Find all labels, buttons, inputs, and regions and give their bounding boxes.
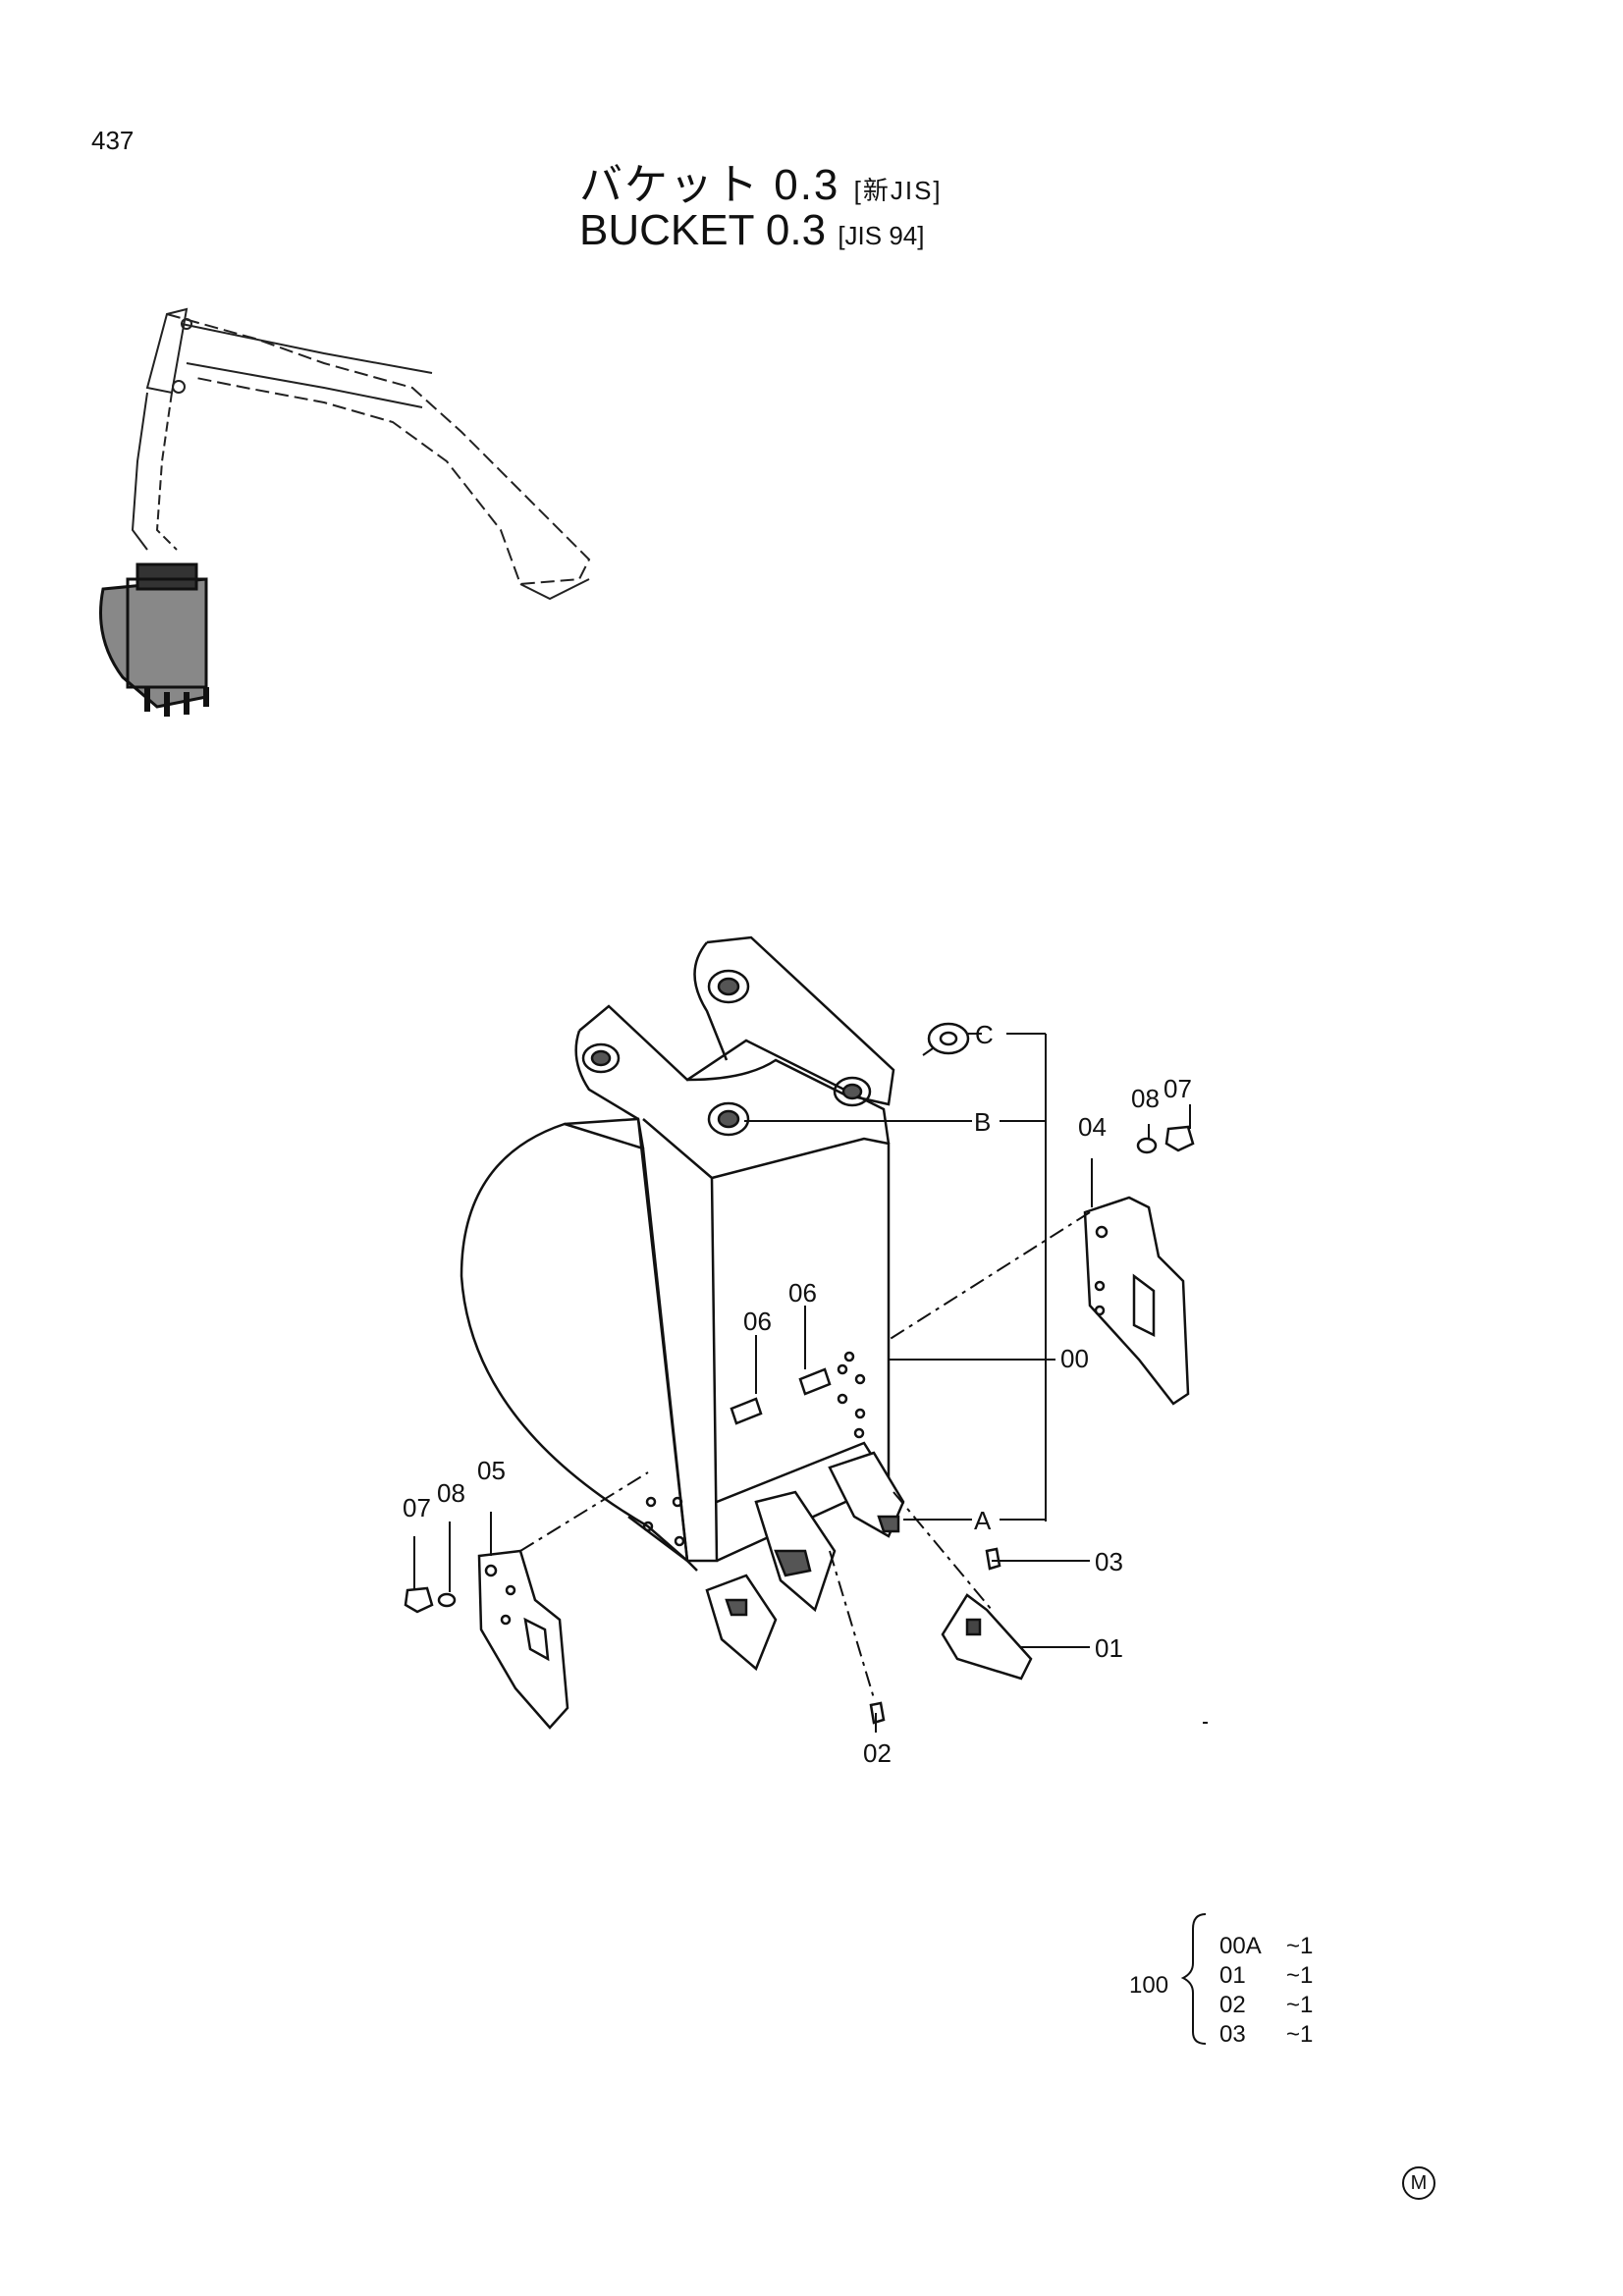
callout-06b: 06: [788, 1278, 817, 1308]
kit-row-3-qty: ~1: [1286, 1992, 1313, 2018]
side-cutter-right: [1083, 1196, 1190, 1406]
callout-c: C: [975, 1020, 994, 1049]
callout-01: 01: [1095, 1633, 1123, 1663]
kit-list: 100 00A ~1 01 ~1 02 ~1 03 ~1: [1129, 1933, 1313, 2048]
callout-07-right: 07: [1163, 1074, 1192, 1103]
kit-row-2-qty: ~1: [1286, 1962, 1313, 1989]
side-cutter-left: [477, 1549, 569, 1730]
kit-row-1-part: 00A: [1219, 1933, 1262, 1959]
callout-a: A: [974, 1506, 992, 1535]
callout-03: 03: [1095, 1547, 1123, 1576]
small-parts: [404, 1022, 1195, 1725]
manufacturer-mark-icon: M: [1402, 2166, 1435, 2200]
leader-lines: [413, 1033, 1208, 2045]
bucket-thumbnail-icon: [99, 562, 209, 717]
kit-row-4-part: 03: [1219, 2021, 1246, 2048]
page-number: 437: [91, 126, 135, 155]
callout-05: 05: [477, 1456, 506, 1485]
kit-row-3-part: 02: [1219, 1992, 1246, 2018]
callout-04: 04: [1078, 1112, 1107, 1142]
tooth-01: [941, 1593, 1033, 1681]
callout-02: 02: [863, 1738, 892, 1768]
excavator-arm-icon: [131, 307, 591, 601]
kit-row-4-qty: ~1: [1286, 2021, 1313, 2048]
kit-number: 100: [1129, 1972, 1168, 1999]
kit-row-1-qty: ~1: [1286, 1933, 1313, 1959]
callout-07-left: 07: [403, 1493, 431, 1522]
callout-b: B: [974, 1107, 991, 1137]
bucket-body: [460, 935, 895, 1572]
title-japanese: バケット 0.3 [新JIS]: [579, 149, 943, 212]
title-english: BUCKET 0.3 [JIS 94]: [579, 206, 924, 255]
callout-08-right: 08: [1131, 1084, 1160, 1113]
title-jp-main: バケット 0.3: [579, 161, 840, 209]
kit-row-2-part: 01: [1219, 1962, 1246, 1989]
callout-00: 00: [1060, 1344, 1089, 1373]
callout-06a: 06: [743, 1307, 772, 1336]
title-jp-tag: [新JIS]: [853, 176, 943, 205]
title-en-main: BUCKET 0.3: [579, 206, 827, 254]
callout-labels: C B A 00 01 02 03 04 05 06 06 07 07 08 0…: [403, 1020, 1192, 1768]
callout-08-left: 08: [437, 1478, 465, 1508]
title-en-tag: [JIS 94]: [838, 221, 925, 250]
bucket-teeth: [705, 1451, 905, 1672]
